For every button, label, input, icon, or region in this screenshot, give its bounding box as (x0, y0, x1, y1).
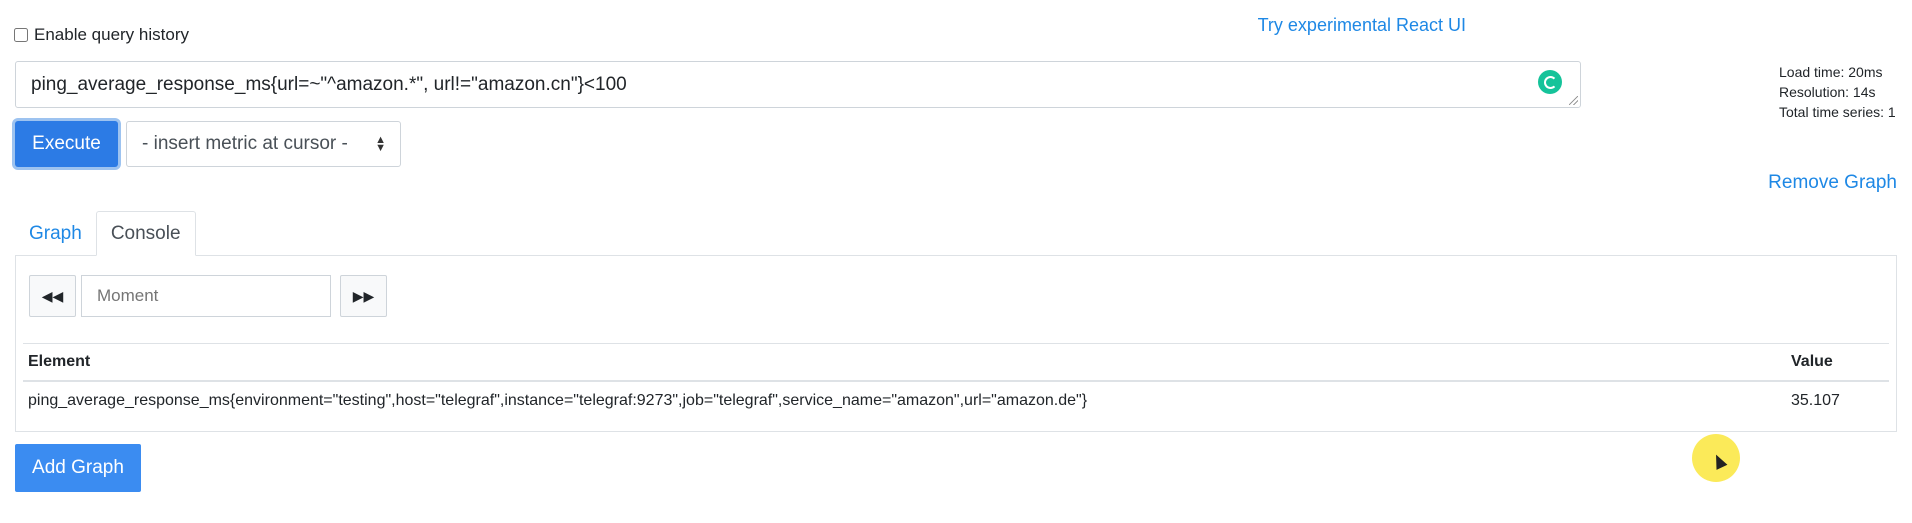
console-panel: ◀◀ ▶▶ Element Value ping_average_respons… (15, 255, 1897, 432)
query-stats: Load time: 20ms Resolution: 14s Total ti… (1779, 62, 1896, 122)
insert-metric-select[interactable]: - insert metric at cursor - ▲▼ (126, 121, 401, 167)
next-moment-button[interactable]: ▶▶ (340, 275, 387, 317)
cursor-highlight (1692, 434, 1740, 482)
table-row: ping_average_response_ms{environment="te… (23, 382, 1889, 420)
query-history-label: Enable query history (34, 25, 189, 44)
fast-forward-icon: ▶▶ (352, 287, 375, 304)
graph-tabs: Graph Console (15, 211, 196, 256)
resolution: Resolution: 14s (1779, 84, 1876, 100)
remove-graph-link[interactable]: Remove Graph (1768, 172, 1897, 193)
table-header: Element Value (23, 344, 1889, 382)
prev-moment-button[interactable]: ◀◀ (29, 275, 76, 317)
grammarly-icon[interactable] (1538, 70, 1562, 94)
element-column-header: Element (28, 353, 91, 370)
value-cell: 35.107 (1791, 392, 1840, 409)
moment-input[interactable] (81, 275, 331, 317)
fast-backward-icon: ◀◀ (41, 287, 64, 304)
results-table: Element Value ping_average_response_ms{e… (23, 343, 1889, 420)
add-graph-button[interactable]: Add Graph (15, 444, 141, 492)
query-history-toggle[interactable]: Enable query history (14, 25, 189, 45)
react-ui-link[interactable]: Try experimental React UI (1257, 15, 1466, 35)
tab-graph[interactable]: Graph (29, 222, 82, 244)
expression-text: ping_average_response_ms{url=~"^amazon.*… (31, 74, 627, 95)
resize-handle[interactable] (1569, 96, 1578, 105)
insert-metric-select-value: - insert metric at cursor - (142, 133, 348, 154)
select-arrows-icon: ▲▼ (375, 134, 386, 154)
total-time-series: Total time series: 1 (1779, 104, 1896, 120)
tab-console[interactable]: Console (95, 211, 196, 256)
query-history-checkbox[interactable] (14, 28, 28, 42)
expression-input[interactable]: ping_average_response_ms{url=~"^amazon.*… (15, 61, 1581, 108)
load-time: Load time: 20ms (1779, 64, 1883, 80)
execute-button[interactable]: Execute (15, 121, 118, 167)
element-cell: ping_average_response_ms{environment="te… (28, 392, 1088, 409)
value-column-header: Value (1791, 353, 1833, 370)
